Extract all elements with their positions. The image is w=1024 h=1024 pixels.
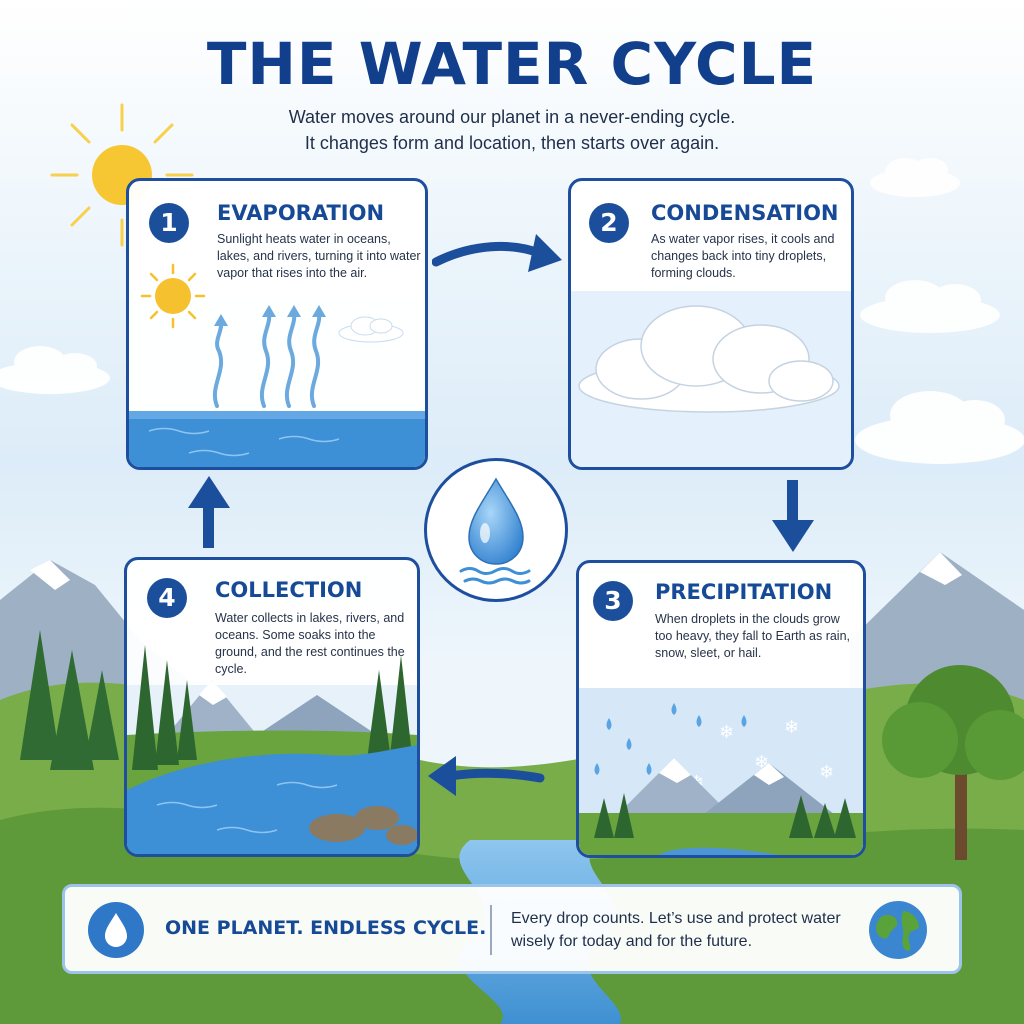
step-description: As water vapor rises, it cools and chang… — [651, 232, 835, 280]
collection-illustration — [127, 645, 417, 854]
cloud-icon — [578, 305, 840, 413]
svg-text:❄: ❄ — [819, 762, 834, 783]
subtitle-line: Water moves around our planet in a never… — [288, 107, 736, 127]
banner-message: Every drop counts. Let’s use and protect… — [511, 910, 841, 950]
banner-heading: ONE PLANET. ENDLESS CYCLE. — [165, 917, 487, 939]
step-title: EVAPORATION — [217, 201, 385, 225]
vapor-arrows-icon — [212, 311, 322, 408]
svg-text:❄: ❄ — [719, 722, 734, 743]
arrow-right-icon — [432, 234, 562, 272]
sun-icon — [140, 263, 206, 329]
step-description: Sunlight heats water in oceans, lakes, a… — [217, 232, 421, 280]
step-title: CONDENSATION — [651, 201, 839, 225]
arrow-left-icon — [428, 756, 545, 796]
center-water-drop-badge — [424, 458, 568, 602]
step-title: PRECIPITATION — [655, 580, 833, 604]
water-drop-icon — [459, 477, 531, 585]
bottom-banner: ONE PLANET. ENDLESS CYCLE. Every drop co… — [62, 884, 962, 974]
step-description: Water collects in lakes, rivers, and oce… — [215, 611, 405, 676]
step-card-collection: 4 COLLECTION Water collects in lakes, ri… — [124, 557, 420, 857]
subtitle-line: It changes form and location, then start… — [304, 133, 720, 153]
subtitle: Water moves around our planet in a never… — [200, 104, 824, 156]
step-card-condensation: 2 CONDENSATION As water vapor rises, it … — [568, 178, 854, 470]
page-title: THE WATER CYCLE — [206, 30, 818, 98]
condensation-illustration — [571, 291, 851, 467]
step-description: When droplets in the clouds grow too hea… — [655, 612, 851, 660]
globe-icon — [869, 901, 927, 959]
precipitation-illustration: ❄❄❄ ❄❄❄ — [579, 688, 863, 855]
step-number-badge: 4 — [147, 578, 187, 618]
step-number-badge: 3 — [593, 581, 633, 621]
step-card-precipitation: 3 PRECIPITATION When droplets in the clo… — [576, 560, 866, 858]
raindrop-icons — [594, 703, 747, 775]
step-number-badge: 2 — [589, 203, 629, 243]
step-title: COLLECTION — [215, 578, 363, 602]
step-card-evaporation: 1 EVAPORATION Sunlight heats water in oc… — [126, 178, 428, 470]
cloud-icon — [338, 316, 404, 343]
step-number-badge: 1 — [149, 203, 189, 243]
divider — [490, 905, 492, 955]
water-drop-icon — [88, 902, 144, 958]
evaporation-illustration — [129, 263, 425, 467]
arrow-down-icon — [772, 480, 814, 552]
svg-text:❄: ❄ — [784, 717, 799, 738]
arrow-up-icon — [188, 476, 230, 548]
